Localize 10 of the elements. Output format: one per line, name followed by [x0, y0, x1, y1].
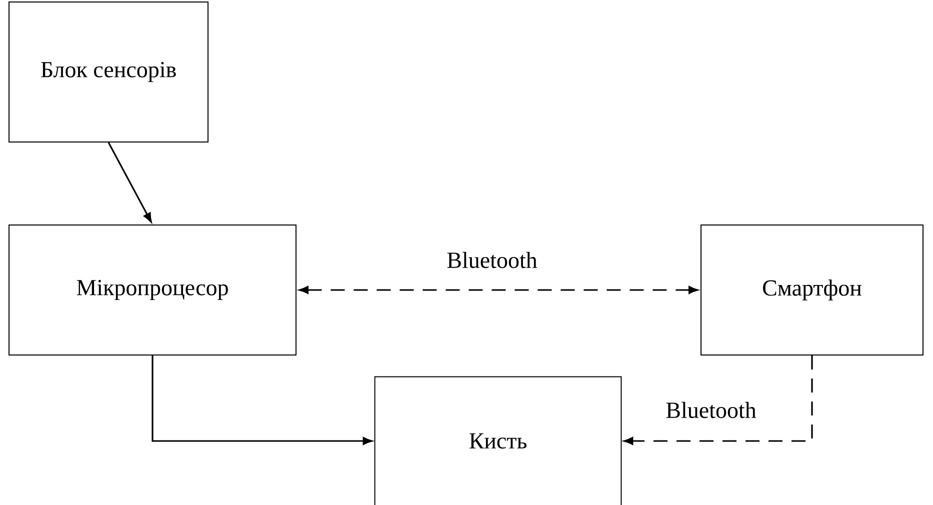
block-box: Блок сенсорів [8, 2, 208, 142]
arrow [299, 286, 698, 294]
block-box: Кисть [374, 376, 622, 505]
arrow [624, 356, 813, 445]
arrow [152, 356, 372, 445]
arrow [108, 142, 152, 222]
block-box: Смартфон [700, 224, 924, 356]
edge-label: Bluetooth [664, 400, 758, 420]
block-box: Мікропроцесор [8, 224, 296, 356]
edge-label: Bluetooth [446, 250, 538, 270]
